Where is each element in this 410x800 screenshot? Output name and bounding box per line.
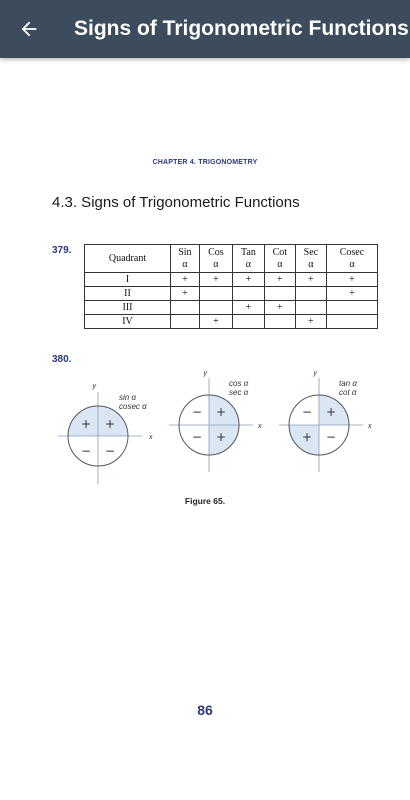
quadrant-3-sign: − <box>81 444 91 458</box>
table-cell <box>232 286 265 301</box>
quadrant-1-shade <box>319 395 349 425</box>
quadrant-3-sign: + <box>302 430 312 444</box>
quadrant-4-sign: + <box>216 430 226 444</box>
figure-caption: Figure 65. <box>184 496 226 506</box>
y-axis-label: y <box>203 370 208 377</box>
table-cell <box>170 300 200 315</box>
function-label: cosec α <box>119 402 147 411</box>
table-cell <box>198 286 234 301</box>
quadrant-2-sign: − <box>192 405 202 419</box>
quadrant-4-shade <box>209 425 239 455</box>
table-cell: + <box>263 272 296 287</box>
diagram-cos-sec: y x cos α sec α + − − + <box>169 370 262 472</box>
app-bar: Signs of Trigonometric Functions <box>0 0 410 58</box>
question-number-379: 379. <box>52 245 72 256</box>
table-cell: + <box>232 300 265 315</box>
x-axis-label: x <box>367 423 372 430</box>
quadrant-diagrams: y x sin α cosec α + + − − y x cos α sec … <box>58 370 372 484</box>
table-cell <box>263 286 296 301</box>
function-label: sec α <box>229 388 249 397</box>
quadrant-1-shade <box>98 406 128 436</box>
app-bar-title: Signs of Trigonometric Functions <box>74 17 409 40</box>
table-row: III + + <box>84 300 379 315</box>
x-axis-label: x <box>257 423 262 430</box>
quadrant-1-shade <box>209 395 239 425</box>
table-cell: + <box>198 272 234 287</box>
quadrant-1-sign: + <box>216 405 226 419</box>
y-axis-label: y <box>313 370 318 377</box>
function-label: cot α <box>339 388 357 397</box>
quadrant-2-sign: − <box>302 405 312 419</box>
function-label: tan α <box>339 379 357 388</box>
function-label: cos α <box>229 379 249 388</box>
page-number: 86 <box>197 702 213 718</box>
table-cell: + <box>294 314 327 329</box>
section-title: 4.3. Signs of Trigonometric Functions <box>52 194 300 211</box>
y-axis-label: y <box>92 383 97 390</box>
quadrant-4-sign: − <box>105 444 115 458</box>
quadrant-2-shade <box>68 406 98 436</box>
table-cell: + <box>170 272 200 287</box>
x-axis-label: x <box>148 434 153 441</box>
table-cell: I <box>84 272 171 287</box>
table-row: I + + + + + + <box>84 272 379 287</box>
table-cell: II <box>84 286 171 301</box>
table-row: II + + <box>84 286 379 301</box>
table-cell: + <box>170 286 200 301</box>
arrow-left-icon <box>21 21 37 37</box>
quadrant-3-sign: − <box>192 430 202 444</box>
table-cell <box>170 314 200 329</box>
unit-circle <box>288 394 350 456</box>
table-cell <box>263 314 296 329</box>
table-cell: + <box>294 272 327 287</box>
unit-circle <box>67 405 129 467</box>
question-number-380: 380. <box>52 354 72 365</box>
function-label: sin α <box>119 393 136 402</box>
chapter-heading: CHAPTER 4. TRIGONOMETRY <box>152 159 258 166</box>
table-cell: + <box>232 272 265 287</box>
quadrant-1-sign: + <box>105 417 115 431</box>
table-cell <box>232 314 265 329</box>
table-cell: + <box>263 300 296 315</box>
table-cell <box>294 300 327 315</box>
table-cell <box>325 300 379 315</box>
table-cell: + <box>325 286 379 301</box>
table-cell: + <box>325 272 379 287</box>
table-cell <box>198 300 234 315</box>
quadrant-2-sign: + <box>81 417 91 431</box>
table-cell <box>325 314 379 329</box>
back-button[interactable] <box>0 0 58 58</box>
table-header-cell: Quadrant <box>84 244 171 273</box>
diagram-tan-cot: y x tan α cot α + − + − <box>279 370 372 472</box>
quadrant-3-shade <box>289 425 319 455</box>
table-cell <box>294 286 327 301</box>
table-cell: + <box>198 314 234 329</box>
diagram-sin-cosec: y x sin α cosec α + + − − <box>58 383 153 484</box>
table-row: IV + + <box>84 314 379 329</box>
table-cell: III <box>84 300 171 315</box>
quadrant-1-sign: + <box>326 405 336 419</box>
quadrant-4-sign: − <box>326 430 336 444</box>
table-cell: IV <box>84 314 171 329</box>
unit-circle <box>178 394 240 456</box>
